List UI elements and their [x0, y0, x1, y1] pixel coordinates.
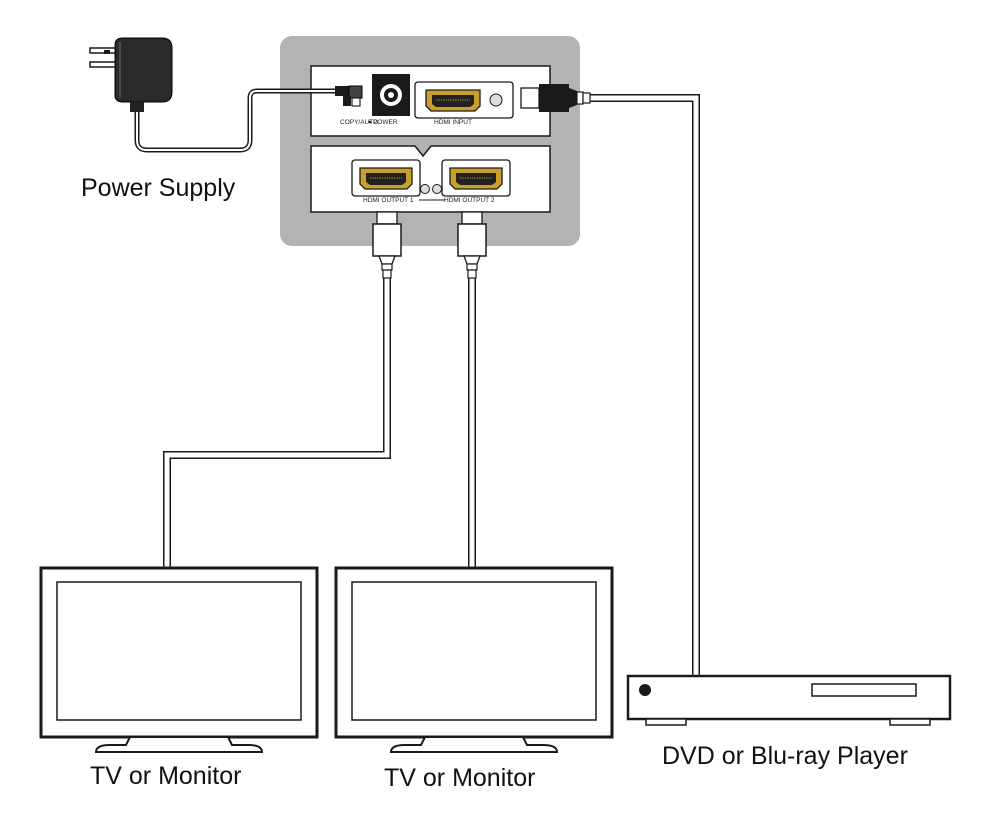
dc-power-jack: [372, 74, 410, 116]
hdmi-input-label: HDMI INPUT: [434, 119, 472, 126]
tv-monitor-1-icon: [39, 566, 319, 753]
power-label: POWER: [373, 119, 398, 126]
tv-monitor-2-icon: [334, 566, 614, 753]
hdmi-cable-output-1: [163, 278, 391, 568]
hdmi-plug-input-icon: [520, 84, 591, 112]
hdmi-output-1-port: [351, 159, 421, 197]
dvd-player-icon: [626, 674, 952, 726]
dvd-player-label: DVD or Blu-ray Player: [662, 742, 908, 770]
hdmi-input-port: [414, 81, 514, 119]
hdmi-plug-output-2-icon: [457, 211, 487, 279]
dc-plug-icon: [335, 85, 363, 107]
tv-monitor-1-label: TV or Monitor: [90, 762, 242, 790]
hdmi-output-2-port: [441, 159, 511, 197]
power-cable: [134, 88, 340, 153]
tv-monitor-2-label: TV or Monitor: [384, 764, 536, 792]
led-indicator-1: [420, 184, 430, 194]
power-supply-label: Power Supply: [81, 174, 236, 202]
copy-auto-label: COPY/AUTO: [340, 119, 378, 126]
hdmi-output-1-label: HDMI OUTPUT 1: [363, 197, 414, 204]
splitter-front-panel: [310, 145, 551, 213]
hdmi-output-2-label: HDMI OUTPUT 2: [444, 197, 495, 204]
power-adapter-icon: [89, 37, 173, 112]
label-separator-dot: [368, 120, 372, 124]
hdmi-cable-input: [590, 94, 700, 676]
led-indicator-2: [432, 184, 442, 194]
hdmi-plug-output-1-icon: [372, 211, 402, 279]
